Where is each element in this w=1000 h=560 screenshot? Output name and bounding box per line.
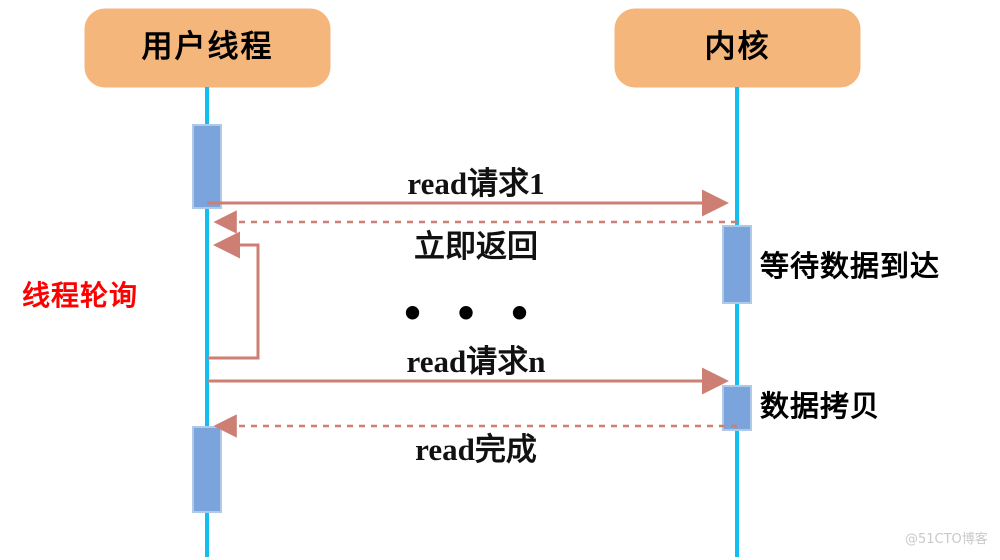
note-label-data-copy: 数据拷贝 [760,389,881,423]
actor-label-user: 用户线程 [141,29,274,65]
self-message-poll-loop [207,231,260,360]
message-label-read-request-1: read请求1 [407,166,545,201]
activation-user-2 [192,426,222,513]
activation-kernel-wait [722,225,752,304]
actor-label-kernel: 内核 [704,29,771,65]
message-label-read-request-n: read请求n [406,344,546,379]
message-label-read-complete: read完成 [415,432,537,467]
ellipsis-label: • • • [400,292,540,336]
self-message-label-poll: 线程轮询 [22,279,139,312]
message-label-immediate-return: 立即返回 [414,229,538,264]
activation-user-1 [192,124,222,209]
watermark: @51CTO博客 [905,532,988,547]
activation-kernel-copy [722,385,752,431]
note-label-wait-for-data: 等待数据到达 [760,249,941,283]
